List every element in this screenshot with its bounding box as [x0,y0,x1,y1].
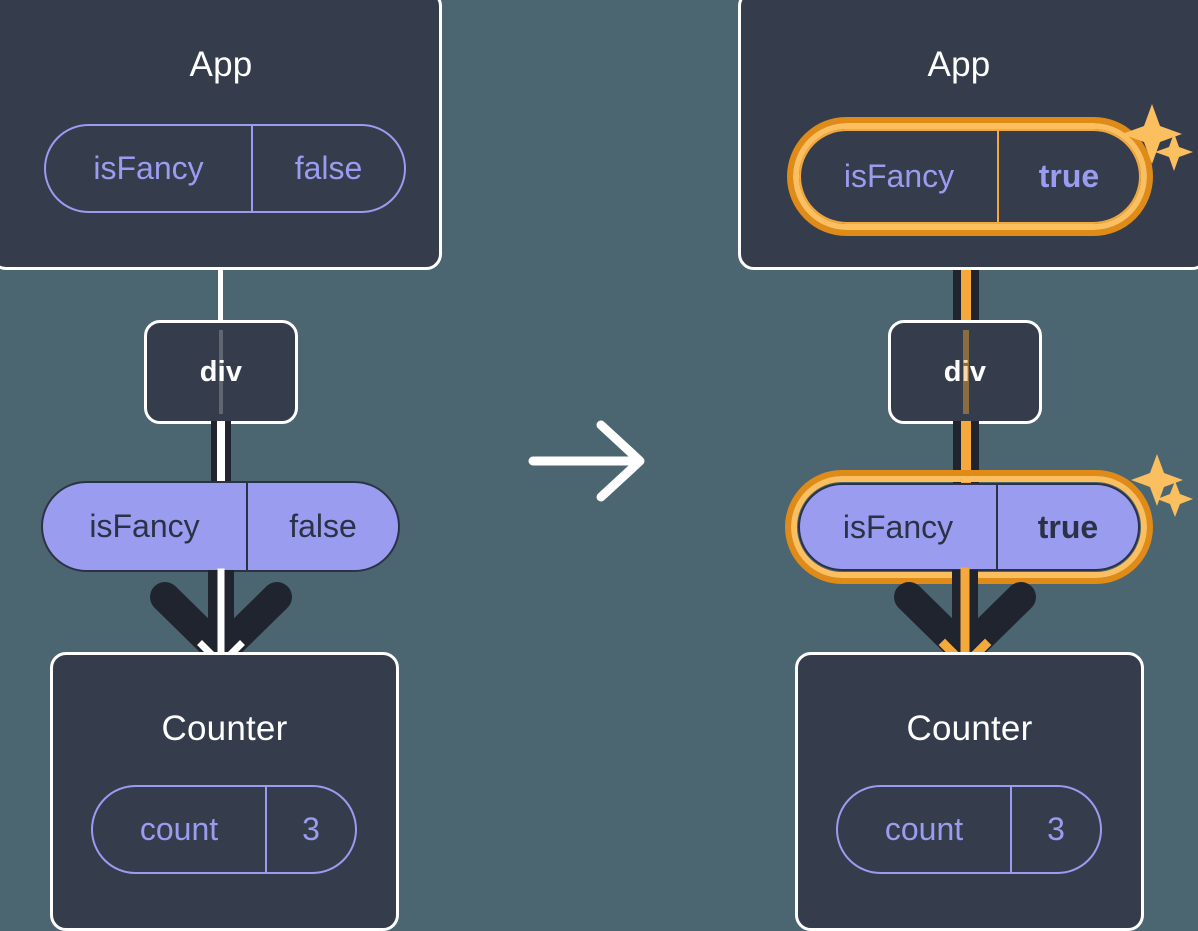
connector-div-to-prop-before-center [217,421,225,486]
app-state-pill-ring-after [787,117,1153,236]
counter-card-title-after: Counter [906,709,1033,748]
app-state-pill-value-after: true [997,131,1139,222]
prop-pill-value-after: true [996,485,1138,569]
connector-div-to-prop-after-right [971,421,979,486]
counter-card-after: Counter count 3 [795,652,1144,931]
div-card-before: div [144,320,298,424]
app-card-title-before: App [189,45,253,84]
connector-div-to-prop-before [211,421,217,486]
counter-state-pill-value-after: 3 [1010,787,1100,872]
app-card-before: App isFancy false [0,0,442,270]
connector-div-to-prop-after-left [953,421,961,486]
prop-pill-after: isFancy true [798,483,1140,571]
prop-pill-name-after: isFancy [842,508,954,545]
counter-card-before: Counter count 3 [50,652,399,931]
connector-app-to-div-before [218,260,223,325]
counter-card-title-before: Counter [161,709,288,748]
app-state-pill-name-before: isFancy [93,150,204,186]
prop-pill-before: isFancy false [41,481,400,572]
prop-pill-value-before: false [246,483,398,570]
div-card-title-after: div [943,356,987,388]
app-state-pill-before: isFancy false [44,124,406,213]
connector-app-to-div-after-left [953,222,961,325]
connector-app-to-div-after-right [971,222,979,325]
app-state-pill-ring-inner-after [793,123,1147,230]
div-card-title-before: div [199,356,243,388]
app-state-pill-name-after: isFancy [843,158,955,194]
counter-state-pill-name-after: count [884,811,964,847]
connector-div-to-prop-after-core [961,421,971,486]
prop-pill-name-before: isFancy [89,508,200,544]
counter-state-pill-before: count 3 [91,785,357,874]
div-card-after: div [888,320,1042,424]
app-card-title-after: App [927,45,991,84]
app-state-pill-after: isFancy true [799,129,1141,224]
counter-state-pill-name-before: count [139,811,219,847]
counter-state-pill-value-before: 3 [265,787,355,872]
counter-state-pill-after: count 3 [836,785,1102,874]
connector-div-to-prop-before-2 [225,421,231,486]
connector-through-div-after [963,330,969,414]
app-state-pill-value-before: false [251,126,404,211]
connector-through-div-before [219,330,223,414]
